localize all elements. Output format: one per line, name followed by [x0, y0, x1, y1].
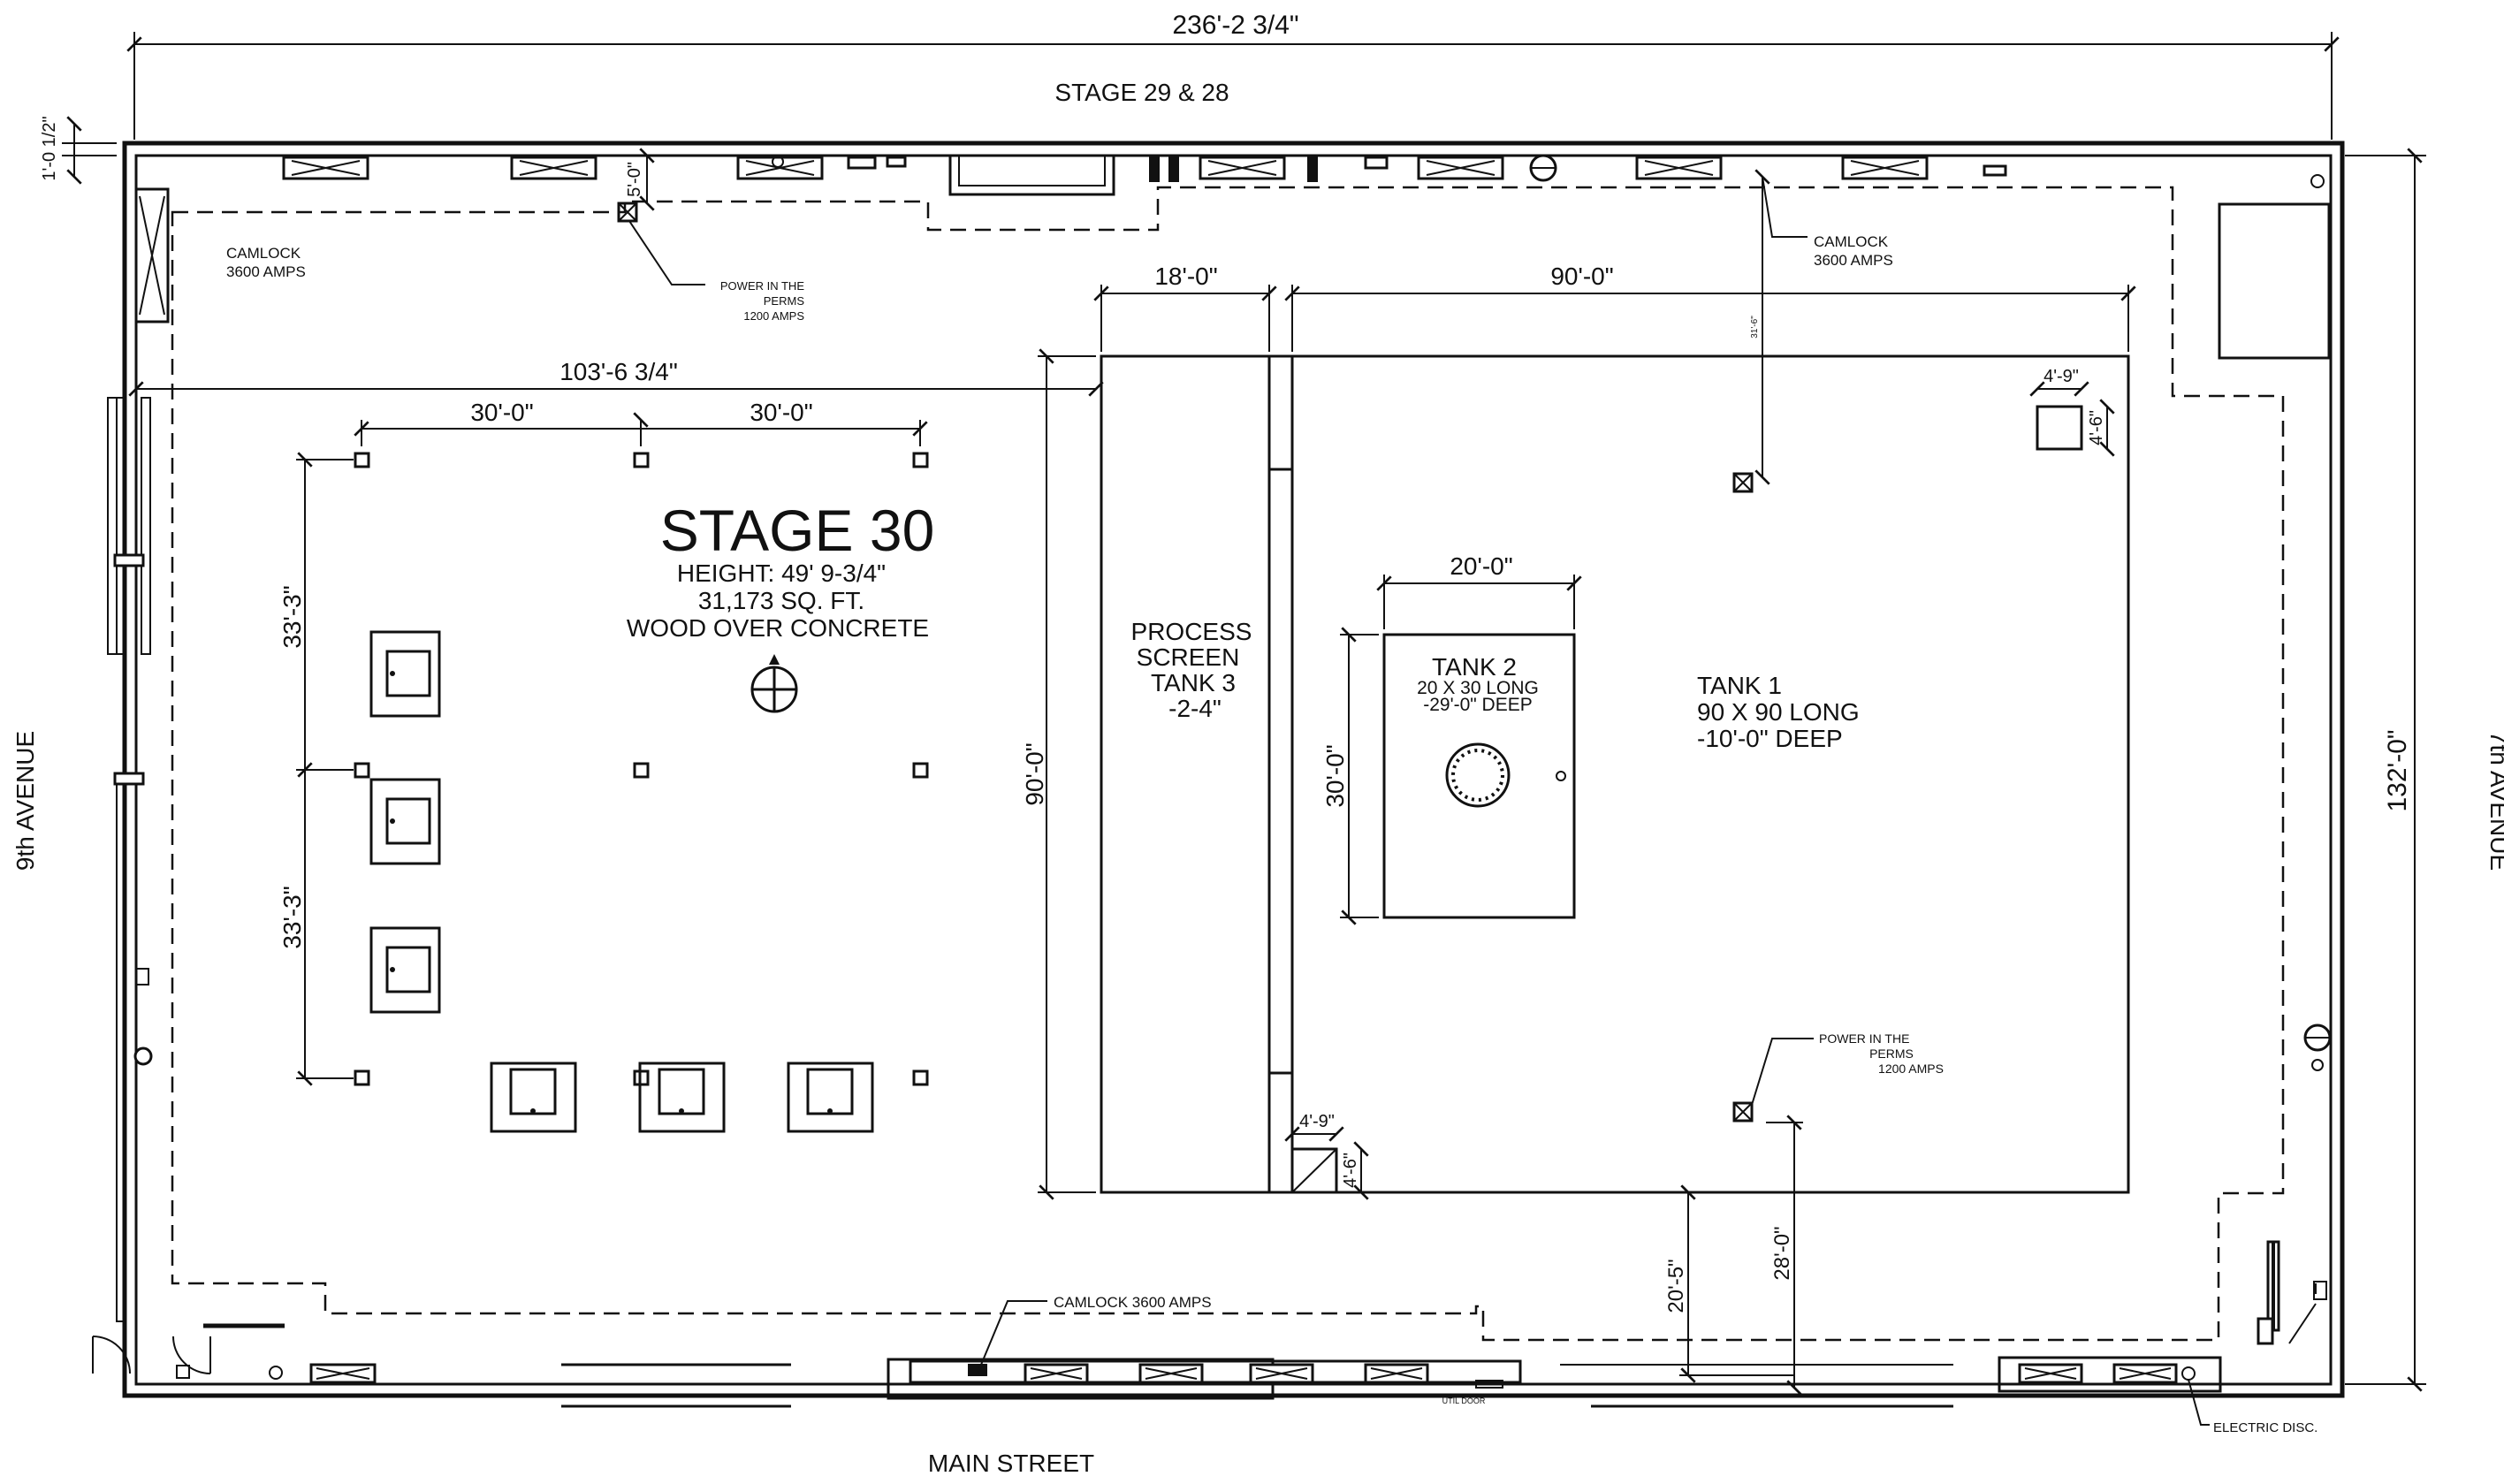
dim-90-vertical: 90'-0" [1021, 742, 1048, 805]
power-right-line-3: 1200 AMPS [1878, 1062, 1944, 1076]
stage-title: STAGE 30 [660, 498, 935, 563]
tank2-size: 20 X 30 LONG [1417, 678, 1539, 698]
power-top-line-1: POWER IN THE [720, 279, 804, 293]
dim-tank2-width: 20'-0" [1450, 552, 1512, 580]
overall-height-dim: 132'-0" [2383, 729, 2412, 811]
tank2-depth: -29'-0" DEEP [1423, 695, 1533, 715]
dim-tank2-length: 30'-0" [1321, 744, 1349, 807]
dim-103: 103'-6 3/4" [559, 358, 678, 385]
dim-5: 5'-0" [625, 162, 644, 197]
neighbor-stage-label: STAGE 29 & 28 [1054, 79, 1229, 106]
left-wall-features [107, 187, 170, 1322]
tank1-label: TANK 1 90 X 90 LONG -10'-0" DEEP [1697, 672, 1860, 752]
tank1-depth: -10'-0" DEEP [1697, 725, 1843, 752]
leader-lines [628, 176, 2210, 1426]
power-right-line-1: POWER IN THE [1819, 1031, 1909, 1046]
overall-width-dim: 236'-2 3/4" [1172, 11, 1298, 40]
tank1-size: 90 X 90 LONG [1697, 698, 1860, 726]
dim-30-right: 30'-0" [750, 399, 812, 426]
tank2-outline [1382, 633, 1576, 919]
tank2-title: TANK 2 [1432, 653, 1517, 681]
camlock-bottom-label: CAMLOCK 3600 AMPS [1054, 1294, 1212, 1311]
stage-area: 31,173 SQ. FT. [698, 587, 864, 614]
process-screen-line-1: PROCESS [1131, 618, 1252, 645]
dim-90-horizontal: 90'-0" [1550, 263, 1613, 290]
power-top-line-2: PERMS [764, 294, 805, 308]
stage-height: HEIGHT: 49' 9-3/4" [677, 559, 886, 587]
dim-4-6-top: 4'-6" [2087, 410, 2106, 445]
dim-33-lower: 33'-3" [278, 886, 306, 948]
electric-disc-label: ELECTRIC DISC. [2213, 1420, 2318, 1435]
street-labels: 9th AVENUE 7th AVENUE MAIN STREET 132'-0… [11, 729, 2504, 1477]
camlock-left-label: CAMLOCK [226, 245, 301, 262]
dimension-lines [62, 32, 2426, 1396]
right-street-label: 7th AVENUE [2485, 731, 2504, 871]
dashed-perimeter [171, 186, 2285, 1342]
top-offset-dim: 1'-0 1/2" [40, 116, 59, 180]
dim-28: 28'-0" [1770, 1226, 1794, 1280]
bottom-street-label: MAIN STREET [928, 1450, 1094, 1477]
stage-info: STAGE 30 HEIGHT: 49' 9-3/4" 31,173 SQ. F… [627, 498, 934, 642]
util-door-label: UTIL DOOR [1442, 1396, 1486, 1405]
power-right-line-2: PERMS [1869, 1046, 1914, 1061]
north-symbol-icon [750, 654, 798, 713]
tank1-title: TANK 1 [1697, 672, 1782, 699]
dim-30-left: 30'-0" [470, 399, 533, 426]
power-box-icon [617, 202, 1754, 1123]
tank2-label: TANK 2 20 X 30 LONG -29'-0" DEEP [1417, 653, 1539, 715]
process-screen-label: PROCESS SCREEN TANK 3 -2-4" [1131, 618, 1252, 722]
electrical-notes: CAMLOCK 3600 AMPS POWER IN THE PERMS 120… [226, 233, 2318, 1435]
dim-20-5: 20'-5" [1664, 1259, 1688, 1313]
process-screen-line-2: SCREEN [1137, 643, 1240, 671]
dim-4-9-bottom: 4'-9" [1299, 1112, 1335, 1131]
top-annotations: 236'-2 3/4" STAGE 29 & 28 1'-0 1/2" [40, 11, 1299, 181]
dim-4-9-top: 4'-9" [2044, 367, 2079, 386]
dimension-labels: 103'-6 3/4" 30'-0" 30'-0" 33'-3" 33'-3" … [278, 162, 2106, 1313]
dim-33-upper: 33'-3" [278, 585, 306, 648]
camlock-right-amps: 3600 AMPS [1814, 252, 1893, 269]
stage-traps [369, 630, 874, 1133]
stage-floor: WOOD OVER CONCRETE [627, 614, 929, 642]
dim-18: 18'-0" [1154, 263, 1217, 290]
power-top-line-3: 1200 AMPS [743, 309, 804, 323]
right-wall-features [2218, 202, 2332, 1345]
left-street-label: 9th AVENUE [11, 731, 39, 871]
camlock-right-label: CAMLOCK [1814, 233, 1889, 250]
process-screen-line-4: -2-4" [1168, 695, 1222, 722]
process-screen-line-3: TANK 3 [1151, 669, 1236, 696]
dim-4-6-bottom: 4'-6" [1341, 1153, 1360, 1188]
camlock-left-amps: 3600 AMPS [226, 263, 306, 280]
dim-31-6: 31'-6" [1750, 316, 1760, 339]
top-wall-features [282, 154, 2325, 196]
bottom-wall-features [176, 1356, 2222, 1408]
building-walls [92, 141, 2345, 1398]
tank-structures [1100, 354, 2130, 1194]
